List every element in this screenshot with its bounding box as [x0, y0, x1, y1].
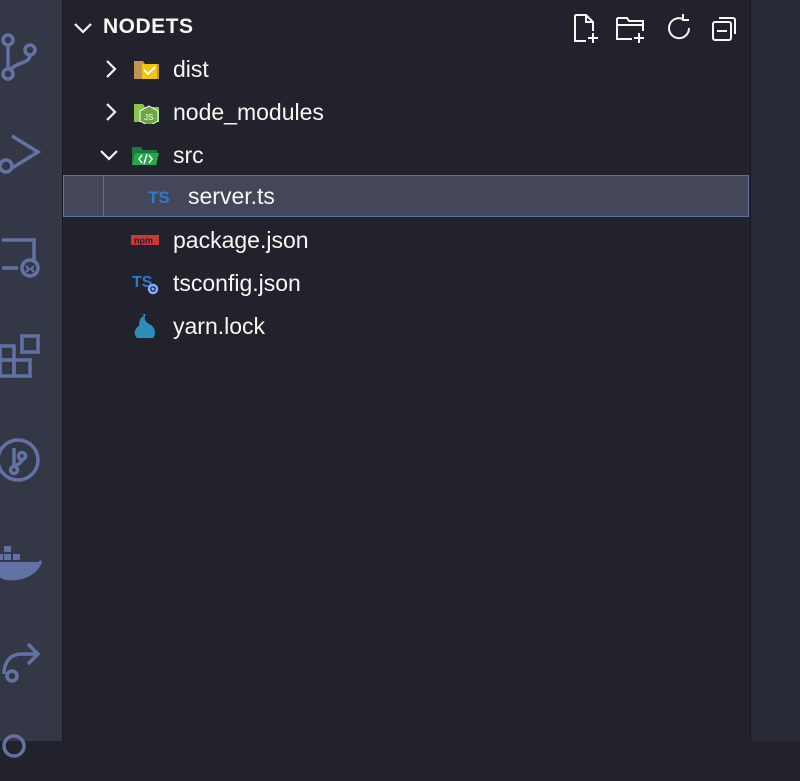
run-debug-icon[interactable]: [0, 128, 44, 180]
explorer-panel: NODETS dist: [63, 0, 749, 741]
account-icon[interactable]: [0, 724, 44, 776]
activity-bar: [0, 0, 63, 758]
source-control-icon[interactable]: [0, 30, 44, 82]
git-graph-icon[interactable]: [0, 434, 44, 486]
extensions-icon[interactable]: [0, 332, 44, 384]
svg-text:TS: TS: [148, 188, 170, 207]
tree-item-label: package.json: [173, 227, 309, 253]
svg-text:JS: JS: [144, 113, 153, 122]
tree-item-node-modules[interactable]: JS node_modules: [63, 91, 749, 133]
svg-text:npm: npm: [134, 236, 153, 246]
collapse-all-icon[interactable]: [709, 12, 741, 44]
tsconfig-icon: TS: [131, 271, 159, 295]
tree-item-src[interactable]: src: [63, 134, 749, 176]
new-file-icon[interactable]: [569, 12, 601, 44]
remote-explorer-icon[interactable]: [0, 230, 44, 282]
chevron-right-icon[interactable]: [101, 59, 121, 79]
explorer-section-header[interactable]: NODETS: [63, 8, 749, 46]
explorer-actions: [569, 12, 749, 44]
docker-icon[interactable]: [0, 536, 44, 588]
indent-guide: [103, 175, 104, 217]
tree-item-label: server.ts: [188, 183, 275, 209]
yarn-icon: [131, 311, 159, 338]
live-share-icon[interactable]: [0, 636, 44, 688]
chevron-right-icon[interactable]: [101, 102, 121, 122]
chevron-down-icon[interactable]: [73, 18, 93, 38]
new-folder-icon[interactable]: [615, 12, 647, 44]
node-modules-folder-icon: JS: [133, 100, 161, 127]
tree-item-label: tsconfig.json: [173, 270, 301, 296]
tree-item-label: yarn.lock: [173, 313, 266, 339]
tree-item-yarn-lock[interactable]: yarn.lock: [63, 305, 749, 347]
tree-item-tsconfig-json[interactable]: TS tsconfig.json: [63, 262, 749, 304]
chevron-down-icon[interactable]: [99, 145, 119, 165]
tree-item-label: src: [173, 142, 204, 168]
svg-text:TS: TS: [132, 274, 153, 291]
tree-item-package-json[interactable]: npm package.json: [63, 219, 749, 261]
tree-item-label: dist: [173, 56, 209, 82]
src-folder-icon: [131, 143, 159, 167]
npm-icon: npm: [131, 228, 159, 252]
tree-item-server-ts[interactable]: TS server.ts: [63, 175, 749, 217]
tree-item-dist[interactable]: dist: [63, 48, 749, 90]
refresh-icon[interactable]: [663, 12, 695, 44]
dist-folder-icon: [133, 57, 161, 81]
typescript-icon: TS: [147, 185, 175, 209]
section-title: NODETS: [103, 15, 194, 38]
editor-area: [750, 0, 800, 741]
tree-item-label: node_modules: [173, 99, 324, 125]
